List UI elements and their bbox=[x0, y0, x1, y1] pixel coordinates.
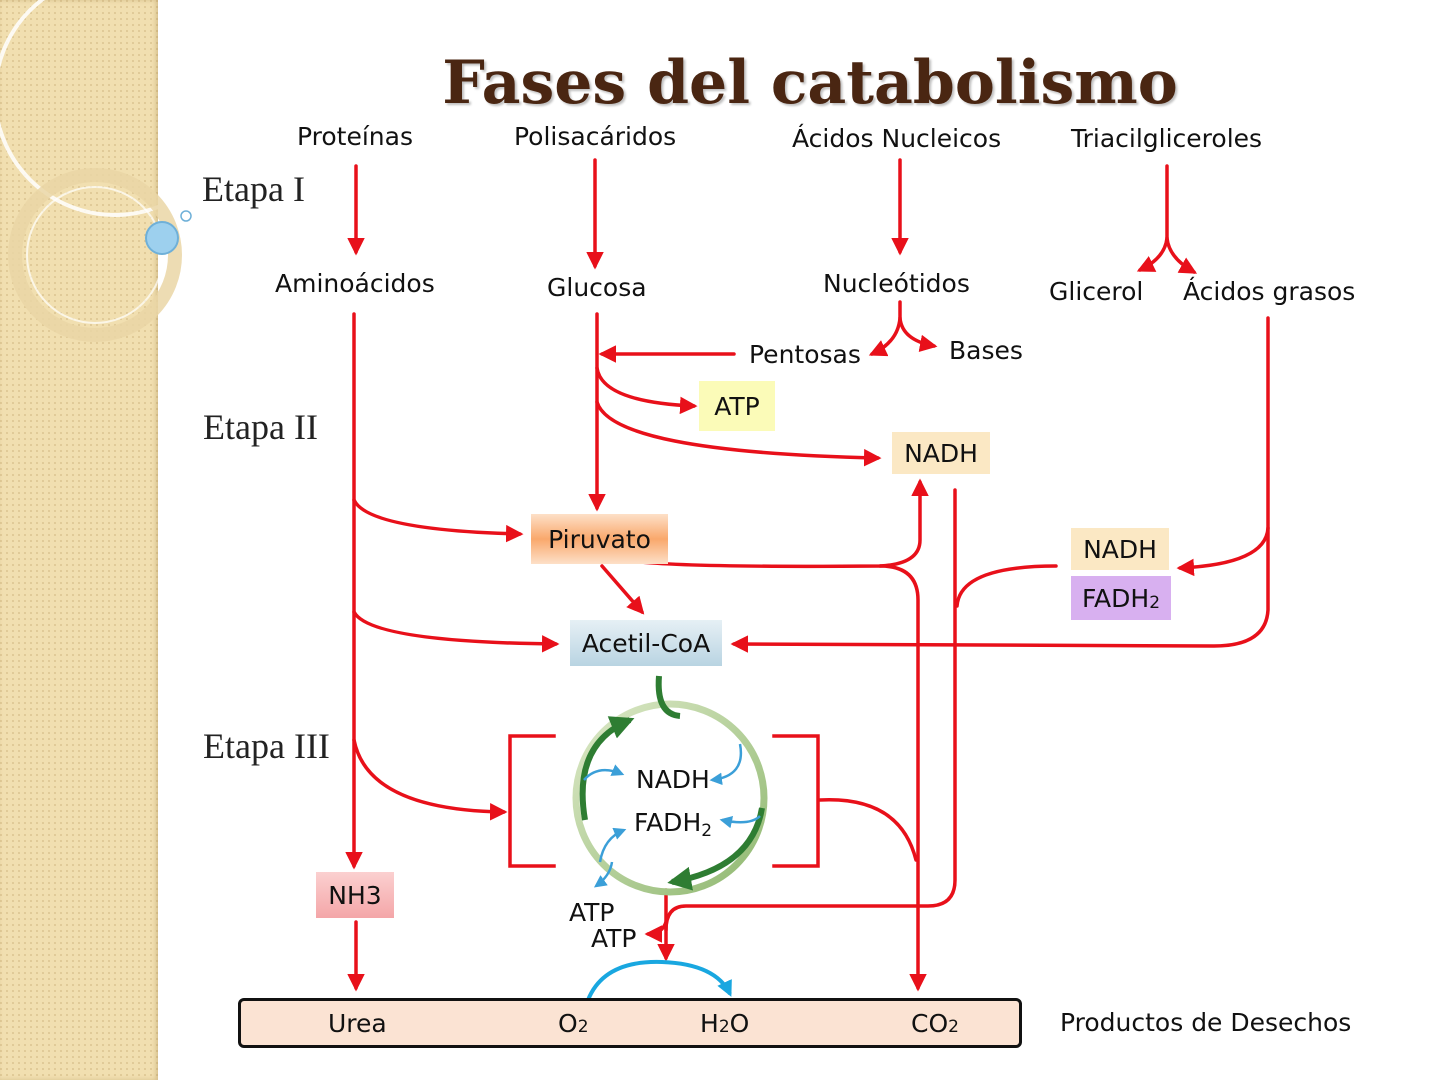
cycle-right-bracket bbox=[772, 734, 820, 868]
label-proteins: Proteínas bbox=[297, 122, 413, 151]
arrow-pyruvate-co2 bbox=[878, 564, 927, 992]
waste-water: H2O bbox=[700, 1009, 750, 1038]
label-glycerol: Glicerol bbox=[1049, 277, 1144, 306]
cycle-atp-label-1: ATP bbox=[569, 898, 615, 927]
label-pentoses: Pentosas bbox=[749, 340, 861, 369]
label-polysaccharides: Polisacáridos bbox=[514, 122, 677, 151]
atp-box: ATP bbox=[699, 381, 775, 431]
cycle-nadh-label: NADH bbox=[636, 765, 710, 794]
cycle-small-arrow-5 bbox=[593, 861, 614, 888]
cycle-small-arrow-3 bbox=[719, 815, 761, 829]
cycle-small-arrow-2 bbox=[709, 743, 743, 786]
arrow-aminoacids-cycle bbox=[352, 738, 508, 821]
arrow-pyruvate-acetylcoa bbox=[600, 564, 645, 615]
label-glucose: Glucosa bbox=[547, 273, 647, 302]
arrow-tag-fattyacids bbox=[1165, 236, 1198, 274]
label-amino-acids: Aminoácidos bbox=[275, 269, 435, 298]
arrow-nucleotides-bases bbox=[898, 316, 938, 353]
waste-products-label: Productos de Desechos bbox=[1060, 1008, 1352, 1037]
oxygen-water-arrow bbox=[586, 959, 732, 1001]
nh3-box: NH3 bbox=[316, 872, 394, 918]
label-nucleic-acids: Ácidos Nucleicos bbox=[792, 124, 1002, 153]
acetylcoa-entry-arrow bbox=[655, 675, 681, 719]
cycle-arrow-right bbox=[667, 807, 765, 891]
cycle-small-arrow-1 bbox=[583, 764, 625, 781]
decorative-circles bbox=[0, 0, 237, 342]
cycle-small-arrow-4 bbox=[598, 827, 627, 863]
cycle-left-bracket bbox=[508, 734, 556, 868]
waste-products-box bbox=[238, 998, 1022, 1048]
arrow-fattyacids-acetylcoa bbox=[730, 526, 1270, 653]
acetyl-coa-box: Acetil-CoA bbox=[570, 620, 722, 666]
label-fatty-acids: Ácidos grasos bbox=[1183, 277, 1356, 306]
arrow-fattyacids-nadh bbox=[1176, 316, 1270, 577]
cycle-atp-label-2: ATP bbox=[591, 924, 637, 953]
arrow-glucose-nadh bbox=[595, 400, 882, 467]
label-bases: Bases bbox=[949, 336, 1023, 365]
arrow-glucose-atp bbox=[595, 366, 698, 415]
line-nadh-electron-transport bbox=[664, 488, 957, 932]
stage-2-label: Etapa II bbox=[203, 407, 318, 447]
citric-acid-cycle bbox=[572, 675, 768, 896]
arrow-cycle-atp bbox=[644, 920, 668, 943]
arrow-aminoacids-acetylcoa bbox=[352, 610, 560, 653]
nadh-box-fatty-acids: NADH bbox=[1071, 528, 1169, 570]
stage-1-label: Etapa I bbox=[202, 169, 305, 209]
cycle-arrow-left bbox=[579, 716, 635, 821]
arrow-nucleotides-pentoses bbox=[868, 300, 902, 357]
arrow-aminoacids-pyruvate bbox=[352, 498, 524, 543]
waste-co2: CO2 bbox=[911, 1009, 959, 1038]
label-triacylglycerols: Triacilgliceroles bbox=[1071, 124, 1263, 153]
stage-3-label: Etapa III bbox=[203, 726, 330, 766]
line-fat-nadh-join bbox=[955, 564, 1058, 608]
cycle-fadh2-label: FADH2 bbox=[634, 808, 713, 841]
nadh-box-glycolysis: NADH bbox=[892, 432, 990, 474]
arrow-tag-glycerol bbox=[1136, 164, 1169, 272]
waste-oxygen: O2 bbox=[558, 1009, 589, 1038]
cycle-ring bbox=[572, 700, 768, 896]
line-cycle-co2 bbox=[818, 798, 918, 862]
page-title: Fases del catabolismo bbox=[442, 48, 1178, 118]
label-nucleotides: Nucleótidos bbox=[823, 269, 970, 298]
waste-urea: Urea bbox=[328, 1009, 387, 1038]
pyruvate-box: Piruvato bbox=[531, 514, 668, 564]
